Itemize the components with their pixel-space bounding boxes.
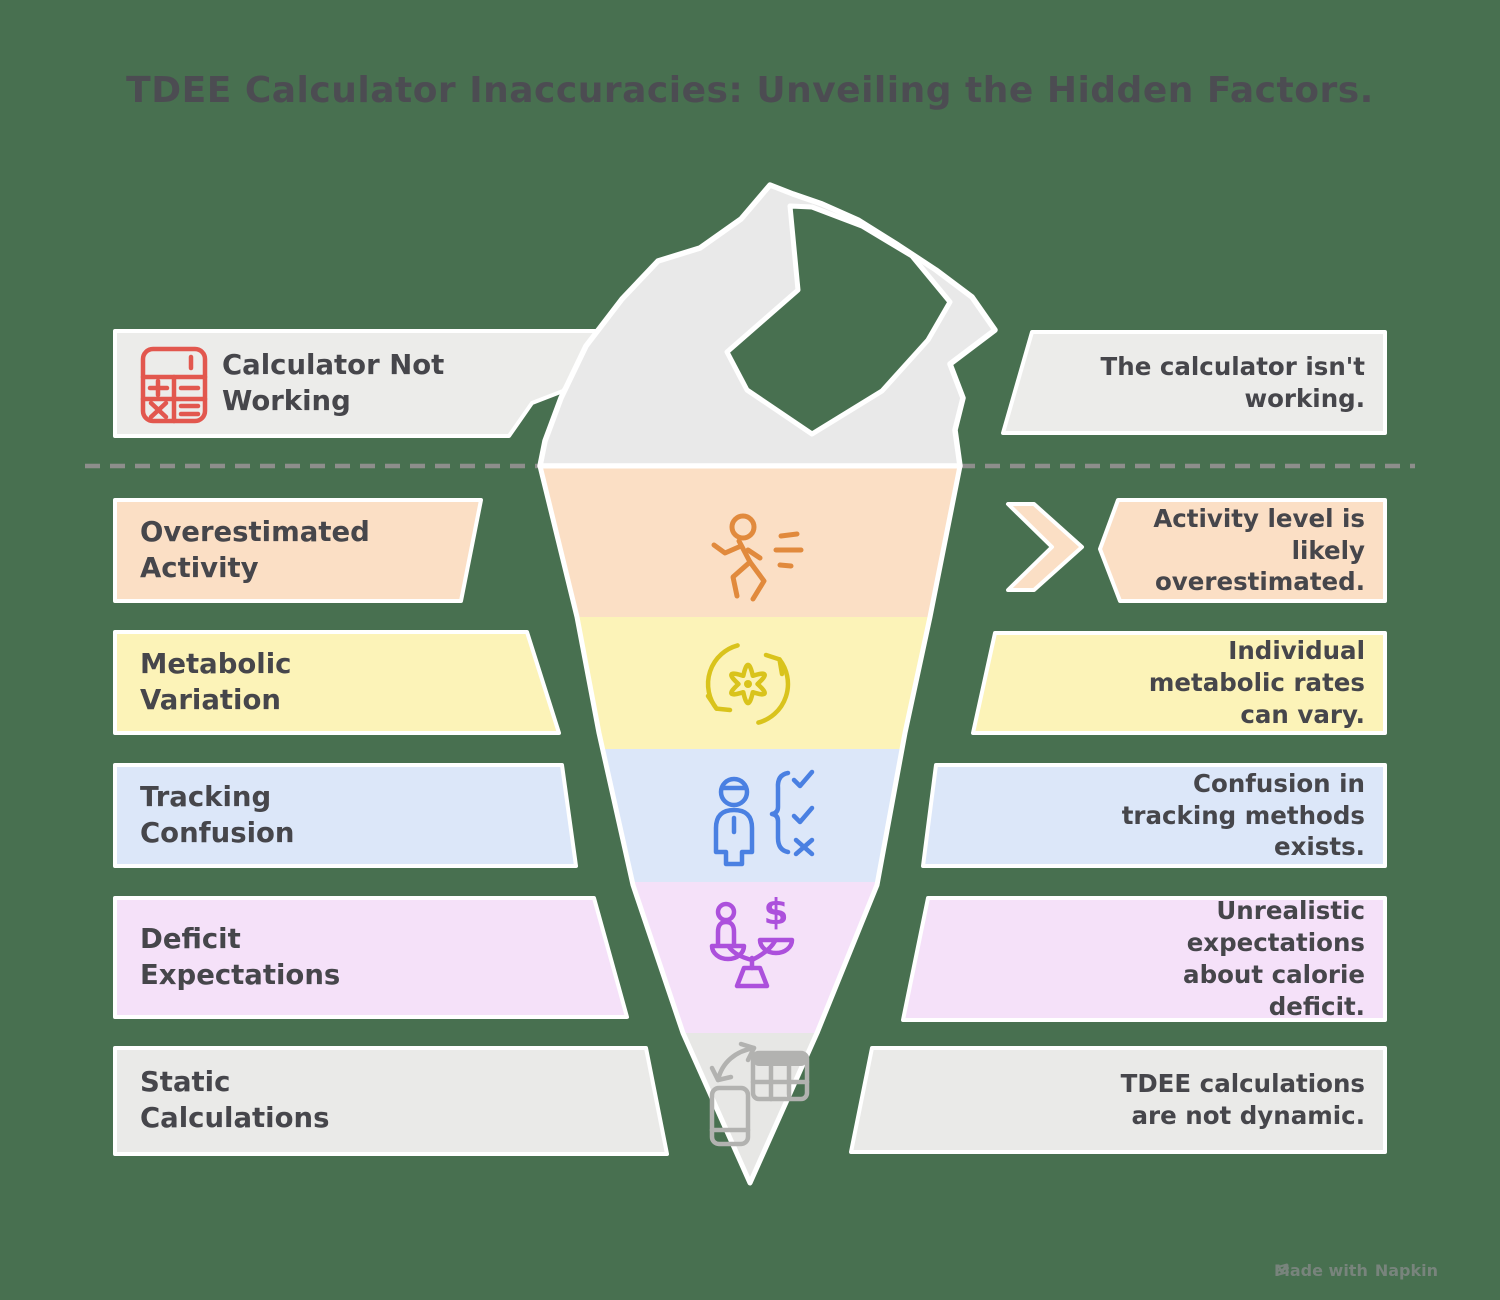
page-title: TDEE Calculator Inaccuracies: Unveiling … (126, 70, 1374, 111)
label-metabolic-variation: Metabolic Variation (140, 632, 380, 733)
label-band-metabolic-variation (113, 630, 561, 735)
watermark: Made with Napkin (1274, 1261, 1438, 1280)
funnel-outline (537, 463, 963, 1186)
napkin-logo-icon (1275, 1263, 1289, 1276)
desc-deficit-expectations: Unrealistic expectations about calorie d… (1120, 896, 1365, 1021)
desc-metabolic-variation: Individual metabolic rates can vary. (1100, 633, 1365, 733)
watermark-brand: Napkin (1374, 1261, 1438, 1280)
label-band-deficit-expectations (113, 896, 629, 1019)
label-deficit-expectations: Deficit Expectations (140, 898, 380, 1017)
desc-static-calculations: TDEE calculations are not dynamic. (1090, 1048, 1365, 1152)
label-text: Deficit Expectations (140, 922, 341, 991)
label-static-calculations: Static Calculations (140, 1048, 380, 1154)
desc-band-deficit-expectations (901, 896, 1387, 1022)
desc-band-tracking-confusion (921, 763, 1387, 868)
iceberg-crevice (724, 203, 953, 437)
desc-text: The calculator isn't working. (1100, 351, 1365, 413)
metabolism-cycle-icon (705, 643, 791, 725)
right-bands (849, 330, 1387, 1154)
label-tracking-confusion: Tracking Confusion (140, 765, 380, 866)
desc-tracking-confusion: Confusion in tracking methods exists. (1090, 765, 1365, 866)
label-band-static-calculations (113, 1046, 669, 1156)
phone-calculator-icon (709, 1041, 810, 1147)
desc-text: Activity level is likely overestimated. (1153, 503, 1365, 597)
desc-text: Individual metabolic rates can vary. (1148, 636, 1365, 729)
left-bands (113, 329, 669, 1156)
desc-band-overestimated-activity (1098, 498, 1387, 603)
runner-icon (711, 513, 804, 602)
label-band-tracking-confusion (113, 763, 578, 868)
watermark-prefix: Made with (1273, 1261, 1368, 1280)
label-text: Static Calculations (140, 1066, 330, 1134)
desc-text: Confusion in tracking methods exists. (1121, 768, 1365, 862)
label-calculator-not-working: Calculator Not Working (222, 331, 472, 436)
balance-scale-icon: $ (709, 892, 795, 989)
label-band-overestimated-activity (113, 498, 483, 603)
label-overestimated-activity: Overestimated Activity (140, 500, 380, 601)
desc-text: Unrealistic expectations about calorie d… (1183, 896, 1365, 1021)
desc-band-static-calculations (849, 1046, 1387, 1154)
dollar-glyph: $ (763, 892, 788, 933)
desc-text: TDEE calculations are not dynamic. (1120, 1069, 1365, 1130)
label-text: Calculator Not Working (222, 348, 445, 417)
funnel-band-blue (540, 749, 960, 882)
desc-band-metabolic-variation (971, 631, 1387, 735)
desc-band-calculator-not-working (1001, 330, 1387, 435)
label-text: Overestimated Activity (140, 515, 370, 584)
chevron-fragment (1006, 502, 1084, 592)
desc-calculator-not-working: The calculator isn't working. (1095, 332, 1365, 433)
funnel-band-peach (540, 466, 960, 617)
desc-overestimated-activity: Activity level is likely overestimated. (1085, 500, 1365, 601)
calculator-icon (140, 346, 208, 424)
person-checklist-icon (713, 769, 815, 867)
iceberg-tip (537, 182, 998, 469)
label-text: Tracking Confusion (140, 780, 295, 849)
label-text: Metabolic Variation (140, 647, 292, 716)
